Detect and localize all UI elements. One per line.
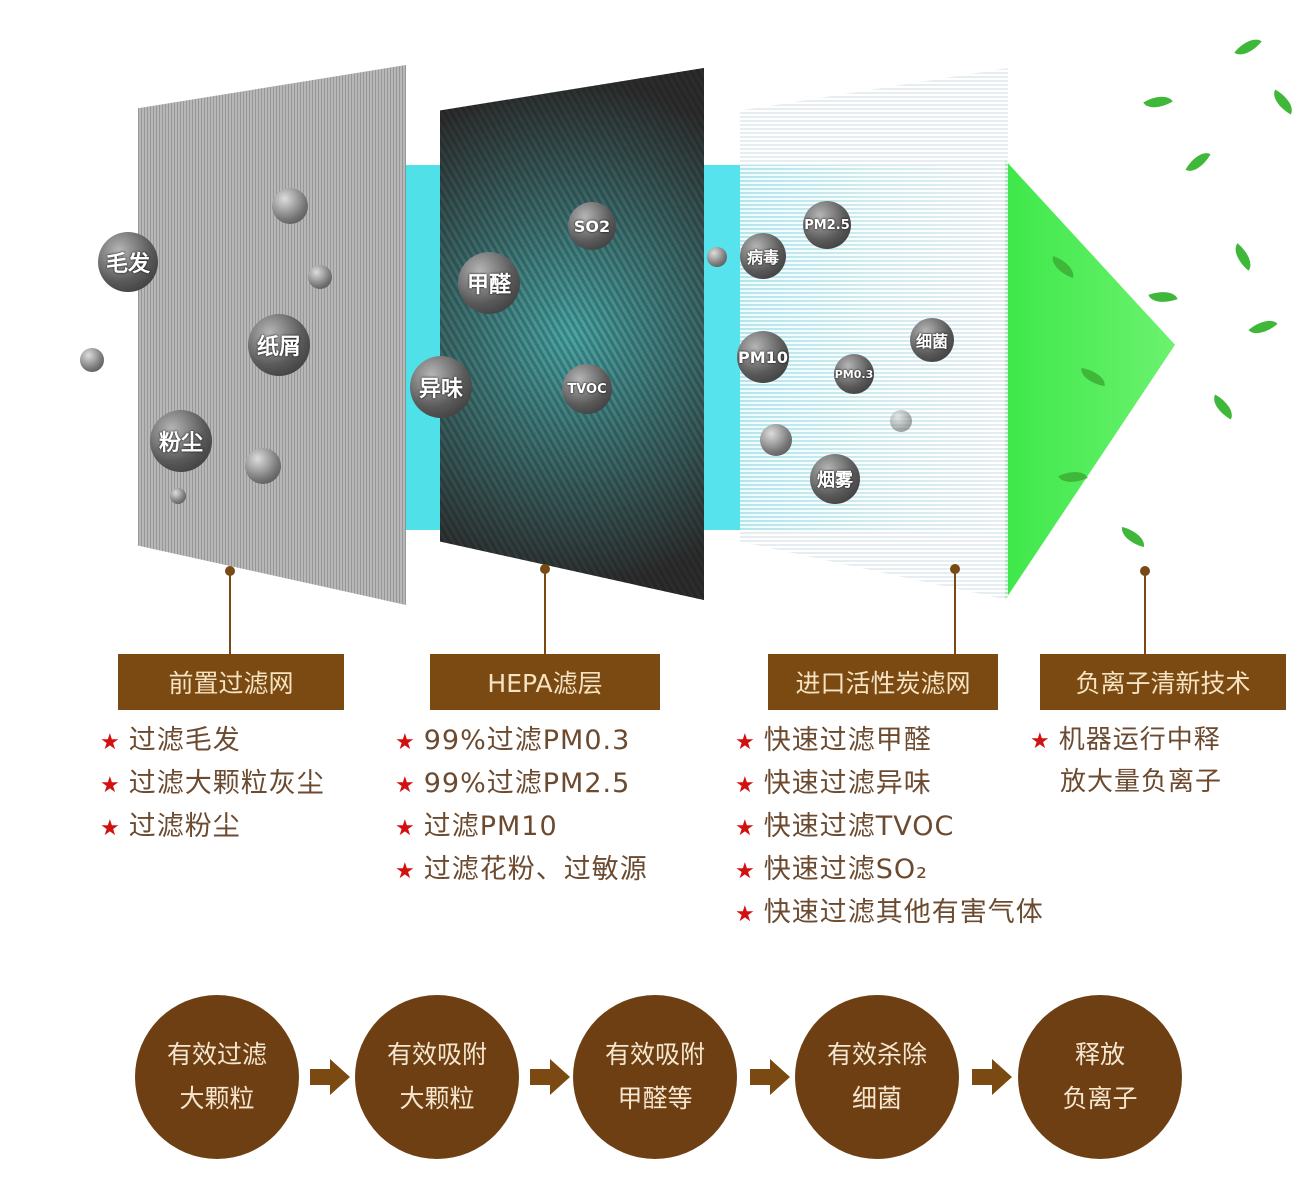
particle-dot xyxy=(80,348,104,372)
label-pre-filter: 前置过滤网 xyxy=(118,654,344,710)
step-circle: 有效过滤大颗粒 xyxy=(135,995,299,1159)
star-icon: ★ xyxy=(735,730,756,755)
anion-features: ★机器运行中释 放大量负离子 xyxy=(1030,720,1222,803)
particle-virus: 病毒 xyxy=(740,233,786,279)
hepa-features: ★99%过滤PM0.3 ★99%过滤PM2.5 ★过滤PM10 ★过滤花粉、过敏… xyxy=(395,720,648,892)
feature-item: ★99%过滤PM0.3 xyxy=(395,725,631,756)
feature-item: ★过滤毛发 xyxy=(100,725,241,756)
star-icon: ★ xyxy=(100,773,121,798)
particle-dot xyxy=(245,448,281,484)
particle-hair: 毛发 xyxy=(98,232,158,292)
arrow-right-icon xyxy=(310,1059,350,1095)
leaf-icon xyxy=(1185,147,1211,177)
star-icon: ★ xyxy=(395,816,416,841)
star-icon: ★ xyxy=(735,859,756,884)
pre-filter-features: ★过滤毛发 ★过滤大颗粒灰尘 ★过滤粉尘 xyxy=(100,720,325,849)
star-icon: ★ xyxy=(395,773,416,798)
step-circle: 有效吸附大颗粒 xyxy=(355,995,519,1159)
feature-item: ★快速过滤其他有害气体 xyxy=(735,897,1044,928)
carbon-features: ★快速过滤甲醛 ★快速过滤异味 ★快速过滤TVOC ★快速过滤SO₂ ★快速过滤… xyxy=(735,720,1044,935)
pre-filter-panel xyxy=(138,65,406,605)
leaf-icon xyxy=(1234,32,1262,62)
star-icon: ★ xyxy=(100,816,121,841)
leaf-icon xyxy=(1268,89,1298,115)
particle-dot xyxy=(170,488,186,504)
arrow-right-icon xyxy=(750,1059,790,1095)
particle-bacteria: 细菌 xyxy=(910,318,954,362)
star-icon: ★ xyxy=(735,773,756,798)
carbon-filter-panel xyxy=(740,68,1008,600)
label-carbon: 进口活性炭滤网 xyxy=(768,654,998,710)
step-circle: 有效杀除细菌 xyxy=(795,995,959,1159)
particle-pm10: PM10 xyxy=(737,331,789,383)
connector-dot xyxy=(950,564,960,574)
connector-dot xyxy=(225,566,235,576)
connector-line xyxy=(544,570,546,654)
step-circle: 有效吸附甲醛等 xyxy=(573,995,737,1159)
leaf-icon xyxy=(1148,285,1178,309)
particle-dot xyxy=(308,265,332,289)
feature-item: ★过滤大颗粒灰尘 xyxy=(100,768,325,799)
connector-line xyxy=(229,572,231,654)
feature-item: 放大量负离子 xyxy=(1060,767,1223,797)
leaf-icon xyxy=(1118,526,1148,548)
leaf-icon xyxy=(1248,313,1278,341)
star-icon: ★ xyxy=(395,730,416,755)
star-icon: ★ xyxy=(100,730,121,755)
particle-so2: SO2 xyxy=(568,202,616,250)
leaf-icon xyxy=(1228,243,1258,271)
particle-dust: 粉尘 xyxy=(150,410,212,472)
feature-item: ★快速过滤异味 xyxy=(735,768,932,799)
particle-formaldehyde: 甲醛 xyxy=(458,252,520,314)
feature-item: ★过滤粉尘 xyxy=(100,811,241,842)
connector-line xyxy=(1144,572,1146,654)
star-icon: ★ xyxy=(395,859,416,884)
feature-item: ★快速过滤TVOC xyxy=(735,811,955,842)
step-circle: 释放负离子 xyxy=(1018,995,1182,1159)
particle-paper: 纸屑 xyxy=(248,314,310,376)
connector-dot xyxy=(1140,566,1150,576)
particle-pm03: PM0.3 xyxy=(834,354,874,394)
particle-tvoc: TVOC xyxy=(562,364,612,414)
label-hepa: HEPA滤层 xyxy=(430,654,660,710)
arrow-right-icon xyxy=(530,1059,570,1095)
particle-dot xyxy=(272,188,308,224)
particle-pm25: PM2.5 xyxy=(803,201,851,249)
particle-dot xyxy=(707,247,727,267)
star-icon: ★ xyxy=(735,902,756,927)
hepa-filter-panel xyxy=(440,68,704,600)
leaf-icon xyxy=(1143,89,1173,115)
feature-item: ★99%过滤PM2.5 xyxy=(395,768,631,799)
feature-item: ★过滤花粉、过敏源 xyxy=(395,854,648,885)
arrow-right-icon xyxy=(972,1059,1012,1095)
particle-dot xyxy=(890,410,912,432)
feature-item: ★机器运行中释 xyxy=(1030,725,1221,755)
feature-item: ★快速过滤SO₂ xyxy=(735,854,928,885)
feature-item: ★快速过滤甲醛 xyxy=(735,725,932,756)
star-icon: ★ xyxy=(735,816,756,841)
particle-odor: 异味 xyxy=(410,356,472,418)
leaf-icon xyxy=(1208,394,1238,420)
feature-item: ★过滤PM10 xyxy=(395,811,558,842)
connector-line xyxy=(954,570,956,654)
label-anion: 负离子清新技术 xyxy=(1040,654,1286,710)
star-icon: ★ xyxy=(1030,729,1051,754)
particle-smoke: 烟雾 xyxy=(810,454,860,504)
particle-dot xyxy=(760,424,792,456)
connector-dot xyxy=(540,564,550,574)
